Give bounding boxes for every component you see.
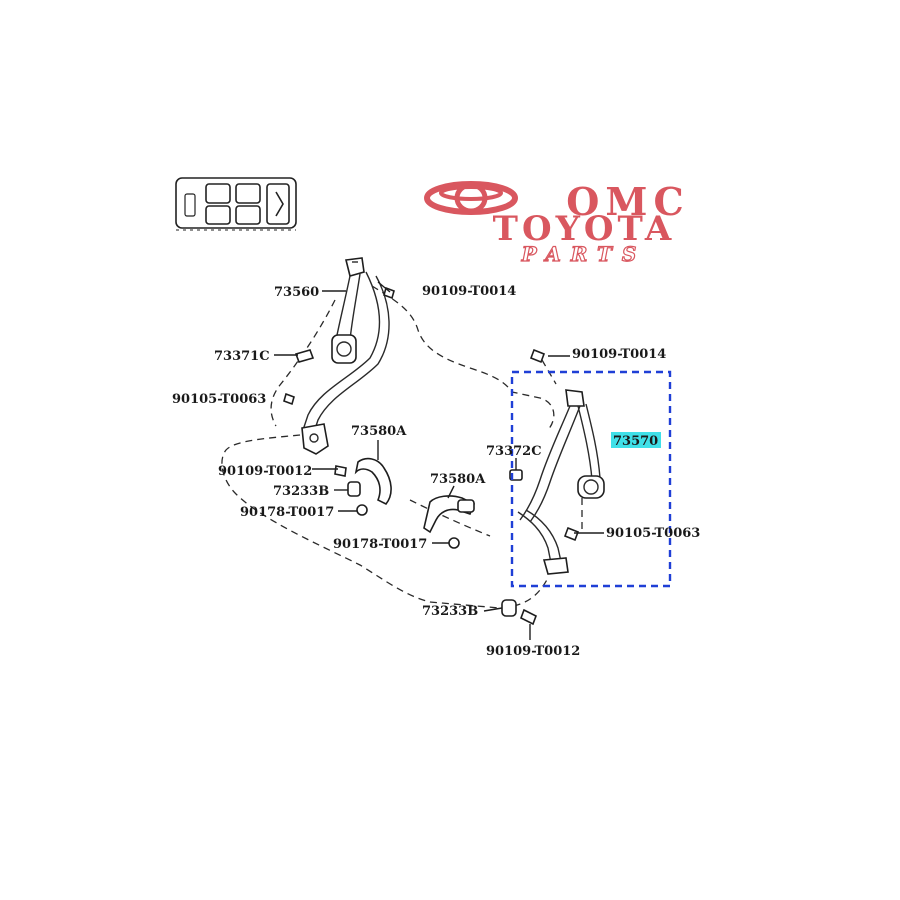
bolt-90105-T0063-right [563,526,580,542]
bushing-73233B-left [347,481,361,497]
bolt-90109-T0012-bottom [519,608,538,640]
bolt-90109-T0014-right [529,348,557,385]
logo-line-omc: OMC [566,179,689,224]
nut-90178-T0017-left [356,504,368,516]
clip-73371C [294,349,315,363]
label-90178-T0017-left: 90178-T0017 [240,505,334,520]
label-73570[interactable]: 73570 [613,434,658,449]
part-73570-belt-assembly [517,389,605,575]
label-90178-T0017-mid: 90178-T0017 [333,537,427,552]
label-90105-T0063-right: 90105-T0063 [606,526,700,541]
toyota-emblem-icon [424,181,518,215]
part-labels: 73560 90109-T0014 73371C 90105-T0063 735… [172,284,700,659]
nut-90178-T0017-mid [448,537,460,549]
bolt-90105-T0063-left [283,392,295,406]
bolt-90109-T0014-left [377,281,395,300]
buckle-73580A-top [354,440,392,506]
buckle-73580A-mid [423,495,476,534]
label-73233B-bottom: 73233B [422,604,478,619]
label-90109-T0014-right: 90109-T0014 [572,347,666,362]
highlight-box-73570 [510,370,672,588]
logo-line-parts: PARTS [521,242,647,266]
part-73560-belt-assembly [301,257,390,455]
bushing-73233B-bottom [501,599,517,617]
fastener-90109-T0012-left [334,465,347,477]
leader-lines [274,290,604,612]
omc-toyota-parts-logo: OMC TOYOTA PARTS [424,179,689,267]
label-73580A-mid: 73580A [430,472,486,487]
label-90109-T0012-left: 90109-T0012 [218,464,312,479]
label-73560: 73560 [274,285,319,300]
label-highlight-73570 [611,432,661,448]
label-73580A-top: 73580A [351,424,407,439]
label-73233B-left: 73233B [273,484,329,499]
label-90109-T0012-bottom: 90109-T0012 [486,644,580,659]
vehicle-rear-seat-location-icon [175,177,297,231]
label-90109-T0014-left: 90109-T0014 [422,284,516,299]
logo-line-toyota: TOYOTA [493,209,676,249]
label-73371C: 73371C [214,349,270,364]
label-73372C: 73372C [486,444,542,459]
seat-phantom-outline [221,285,555,609]
label-90105-T0063-left: 90105-T0063 [172,392,266,407]
